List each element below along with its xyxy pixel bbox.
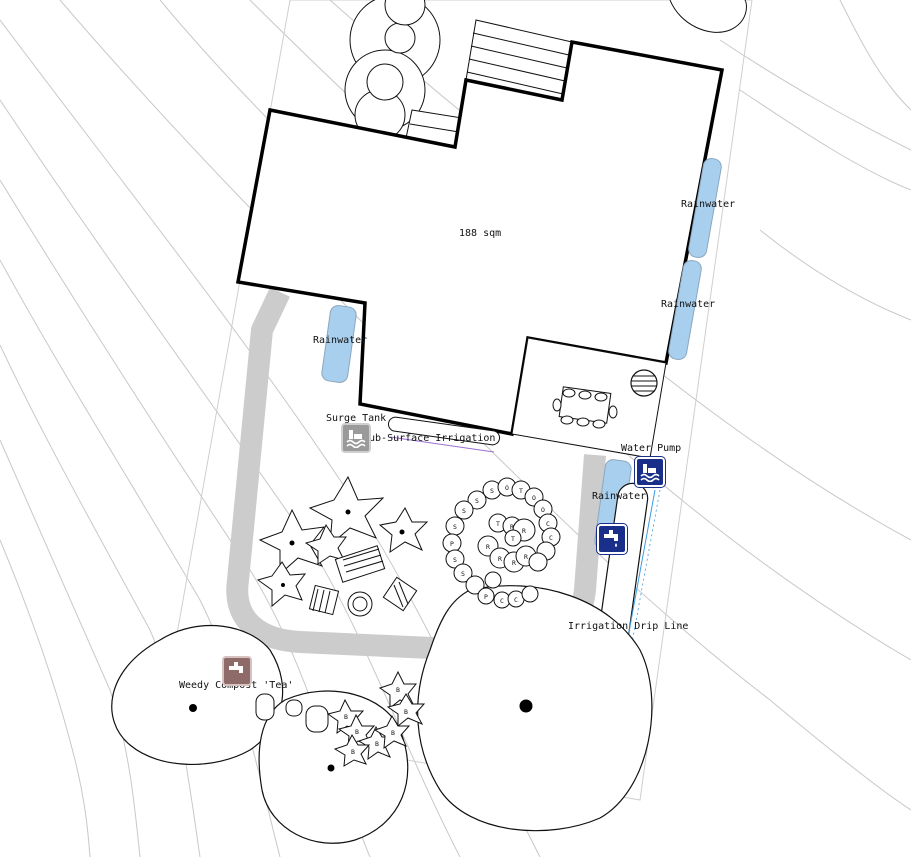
irrigation-drip-line-label: Irrigation Drip Line: [568, 621, 689, 632]
tree-northeast: [669, 0, 747, 33]
palm-centres: [281, 509, 405, 587]
plant-code: S: [475, 497, 479, 505]
outdoor-table: [552, 386, 618, 429]
plant-code: R: [522, 527, 526, 535]
plant-code: P: [484, 593, 488, 601]
plant-code: B: [404, 708, 408, 716]
plant-code: S: [462, 507, 466, 515]
compost-tap-icon: [222, 656, 252, 686]
sub-surface-irrigation-pipe: [387, 416, 501, 446]
water-pump-icon[interactable]: [634, 456, 666, 488]
pump-glyph: [346, 430, 366, 448]
plant-code: B: [375, 740, 379, 748]
banana-codes: B B B B B B B: [344, 686, 408, 756]
banana-cluster: [326, 670, 426, 767]
bbq-grill-icon: [630, 369, 658, 397]
sub-surface-irrigation-label: Sub-Surface Irrigation: [363, 433, 496, 444]
rainwater-label: Rainwater: [313, 335, 368, 346]
pump-glyph: [640, 464, 660, 482]
tap-icon[interactable]: [596, 523, 628, 555]
plant-code: C: [514, 596, 518, 604]
plant-code: R: [524, 553, 528, 561]
herb-spiral: [442, 477, 561, 609]
plant-code: S: [453, 556, 457, 564]
plant-code: R: [512, 559, 516, 567]
plant-code: C: [549, 534, 553, 542]
plant-code: R: [486, 543, 490, 551]
plant-code: C: [546, 520, 550, 528]
plant-code: P: [450, 540, 454, 548]
plant-code: B: [351, 748, 355, 756]
rainwater-label: Rainwater: [592, 491, 647, 502]
plant-code: C: [500, 597, 504, 605]
plant-code: O: [505, 484, 509, 492]
plant-code: T: [519, 487, 523, 495]
tree-cluster-north: [344, 0, 441, 141]
tree-trunks: [189, 699, 533, 772]
house-area-label: 188 sqm: [459, 228, 502, 239]
tap-glyph: [229, 662, 243, 673]
plant-code: S: [490, 487, 494, 495]
plant-code: S: [461, 570, 465, 578]
rainwater-label: Rainwater: [661, 299, 716, 310]
surge-tank-label: Surge Tank: [326, 413, 387, 424]
tap-glyph: [604, 530, 618, 547]
stepping-stones: [255, 693, 329, 733]
herb-spiral-codes: S S O T O O C C P C C S S S P S T R R R …: [450, 484, 553, 605]
plant-code: S: [453, 523, 457, 531]
deck-north: [405, 19, 573, 147]
plant-code: B: [355, 728, 359, 736]
plant-code: B: [396, 686, 400, 694]
plant-code: T: [496, 520, 500, 528]
rainwater-label: Rainwater: [681, 199, 736, 210]
pump-station-icon: [341, 423, 371, 453]
plant-code: B: [391, 729, 395, 737]
plant-code: O: [532, 494, 536, 502]
garden-benches: [308, 545, 418, 617]
plant-code: B: [344, 713, 348, 721]
plant-code: R: [498, 555, 502, 563]
plant-code: R: [510, 523, 514, 531]
water-pump-label: Water Pump: [621, 443, 682, 454]
plant-code: O: [541, 506, 545, 514]
plant-code: T: [511, 535, 515, 543]
property-boundary: [161, 0, 753, 801]
